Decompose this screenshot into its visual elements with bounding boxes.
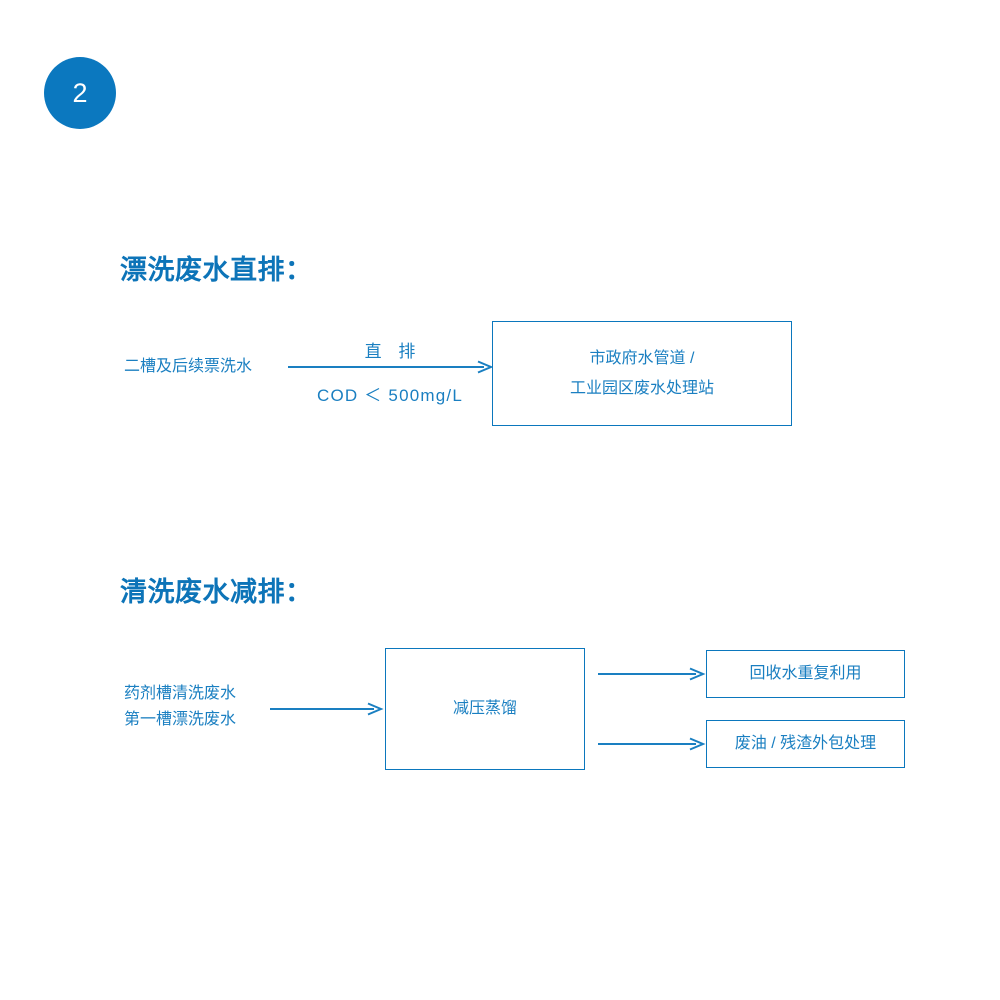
- box-vacuum-distillation: 减压蒸馏: [385, 648, 585, 770]
- box-waste-oil-residue-outsourcing: 废油 / 残渣外包处理: [706, 720, 905, 768]
- box-waste-oil-residue-outsourcing-label: 废油 / 残渣外包处理: [734, 735, 877, 752]
- source-label-cleaning-line-1: 药剂槽清洗废水: [124, 685, 237, 702]
- arrow-right-icon: [598, 737, 706, 751]
- box-municipal-line-1: 市政府水管道 /: [589, 349, 695, 367]
- arrow-right-icon: [598, 667, 706, 681]
- arrow-right-icon: [288, 360, 494, 374]
- arrow-right-icon: [270, 702, 384, 716]
- source-label-cleaning-line-2: 第一槽漂洗废水: [124, 711, 237, 728]
- arrow-label-direct-discharge: 直 排: [364, 342, 422, 361]
- source-label-rinse-water: 二槽及后续票洗水: [124, 358, 253, 375]
- box-vacuum-distillation-label: 减压蒸馏: [452, 700, 517, 717]
- box-municipal-line-2: 工业园区废水处理站: [569, 379, 714, 397]
- section-heading-direct-discharge: 漂洗废水直排：: [120, 255, 313, 285]
- section-heading-cleaning-reduction: 清洗废水减排：: [120, 577, 313, 607]
- box-recycled-water-reuse-label: 回收水重复利用: [749, 665, 862, 682]
- source-label-cleaning-wastewater: 药剂槽清洗废水 第一槽漂洗废水: [124, 681, 236, 733]
- arrow-label-cod-threshold: COD ＜ 500mg/L: [317, 386, 463, 405]
- step-number-label: 2: [72, 77, 88, 108]
- box-recycled-water-reuse: 回收水重复利用: [706, 650, 905, 698]
- step-number-badge: 2: [44, 57, 116, 129]
- box-municipal-pipeline: 市政府水管道 / 工业园区废水处理站: [492, 321, 792, 426]
